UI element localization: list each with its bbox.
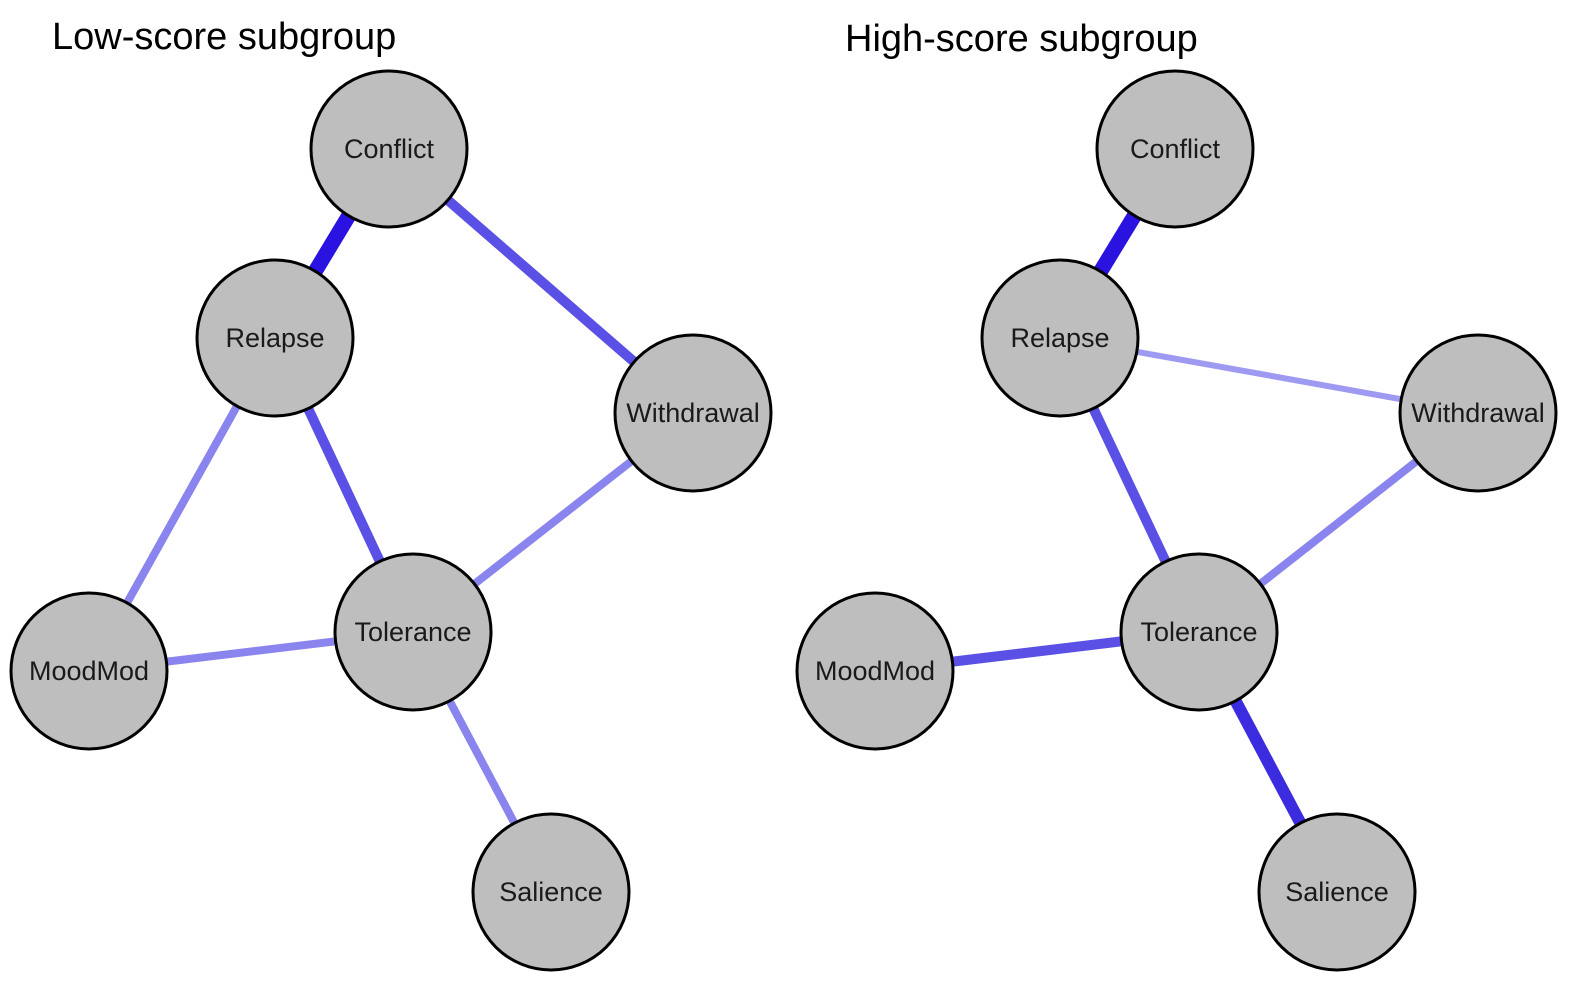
low-node-circle-tolerance	[333, 552, 493, 712]
high-node-label-relapse: Relapse	[1010, 323, 1109, 353]
low-score-network: ConflictRelapseWithdrawalToleranceMoodMo…	[9, 69, 773, 972]
high-node-label-moodmod: MoodMod	[815, 656, 935, 686]
low-node-tolerance: Tolerance	[333, 552, 493, 712]
high-node-moodmod: MoodMod	[795, 591, 955, 751]
low-node-circle-withdrawal	[613, 333, 773, 493]
high-node-label-salience: Salience	[1285, 877, 1389, 907]
low-score-edges	[85, 145, 697, 894]
low-node-label-conflict: Conflict	[344, 134, 435, 164]
low-node-salience: Salience	[471, 812, 631, 972]
high-node-label-conflict: Conflict	[1130, 134, 1221, 164]
low-node-label-withdrawal: Withdrawal	[626, 398, 760, 428]
high-node-withdrawal: Withdrawal	[1398, 333, 1558, 493]
high-node-circle-moodmod	[795, 591, 955, 751]
low-node-label-moodmod: MoodMod	[29, 656, 149, 686]
high-score-edges	[874, 145, 1481, 895]
right-panel-title: High-score subgroup	[845, 18, 1198, 60]
high-node-salience: Salience	[1257, 812, 1417, 972]
low-node-label-tolerance: Tolerance	[354, 617, 471, 647]
high-node-circle-conflict	[1095, 69, 1255, 229]
high-node-circle-withdrawal	[1398, 333, 1558, 493]
low-score-nodes: ConflictRelapseWithdrawalToleranceMoodMo…	[9, 69, 773, 972]
low-node-circle-salience	[471, 812, 631, 972]
high-node-tolerance: Tolerance	[1119, 552, 1279, 712]
high-node-conflict: Conflict	[1095, 69, 1255, 229]
low-node-circle-moodmod	[9, 591, 169, 751]
low-node-circle-conflict	[309, 69, 469, 229]
low-node-circle-relapse	[195, 258, 355, 418]
low-node-relapse: Relapse	[195, 258, 355, 418]
high-score-nodes: ConflictRelapseWithdrawalToleranceMoodMo…	[795, 69, 1558, 972]
low-node-label-salience: Salience	[499, 877, 603, 907]
high-node-label-tolerance: Tolerance	[1140, 617, 1257, 647]
low-node-moodmod: MoodMod	[9, 591, 169, 751]
high-score-network: ConflictRelapseWithdrawalToleranceMoodMo…	[795, 69, 1558, 972]
high-node-circle-relapse	[980, 258, 1140, 418]
low-node-withdrawal: Withdrawal	[613, 333, 773, 493]
high-node-relapse: Relapse	[980, 258, 1140, 418]
high-node-circle-salience	[1257, 812, 1417, 972]
high-node-label-withdrawal: Withdrawal	[1411, 398, 1545, 428]
left-panel-title: Low-score subgroup	[52, 16, 397, 58]
low-node-conflict: Conflict	[309, 69, 469, 229]
high-node-circle-tolerance	[1119, 552, 1279, 712]
low-node-label-relapse: Relapse	[225, 323, 324, 353]
